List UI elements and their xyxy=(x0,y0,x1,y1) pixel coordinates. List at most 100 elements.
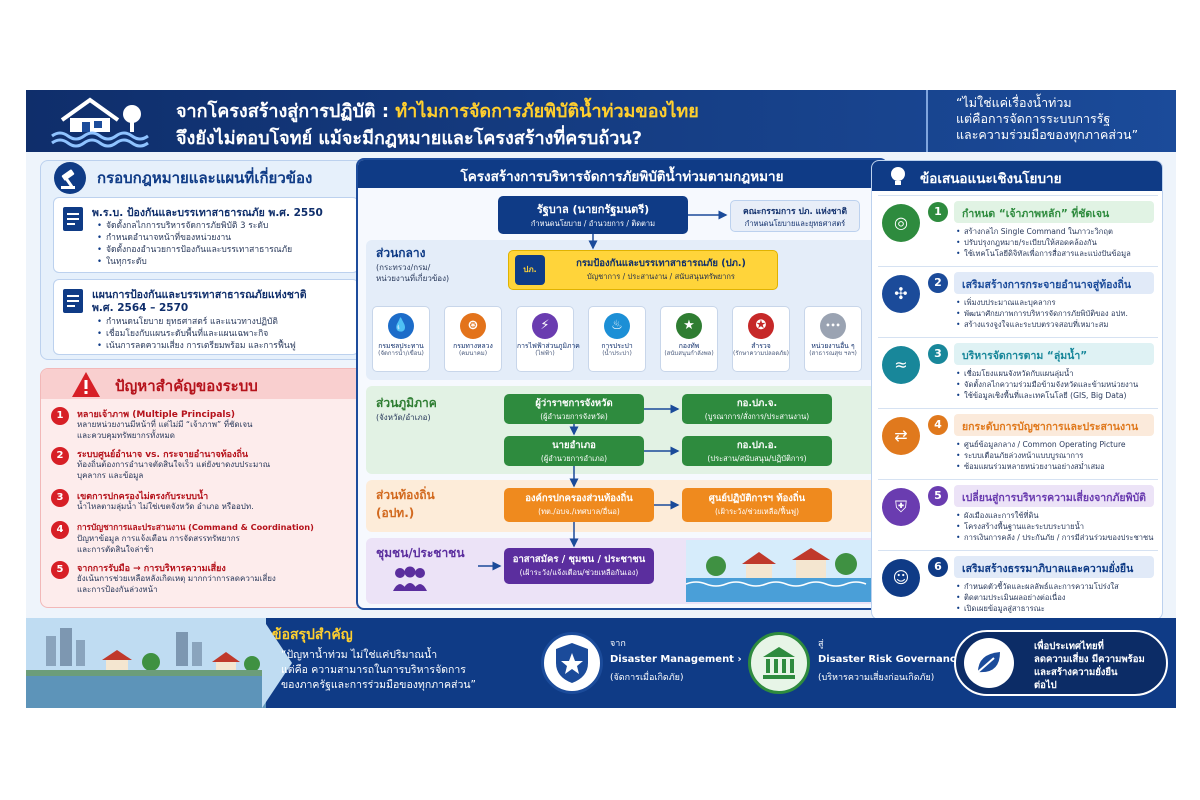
problem-number: 1 xyxy=(51,407,69,425)
governor-box: ผู้ว่าราชการจังหวัด(ผู้อำนวยการจังหวัด) xyxy=(504,394,644,424)
agency-role: (คมนาคม) xyxy=(458,350,488,357)
recommendation-point: เชื่อมโยงแผนจังหวัดกับแผนลุ่มน้ำ xyxy=(956,368,1138,379)
agency-name: กรมทางหลวง xyxy=(453,342,493,350)
recommendation-points: สร้างกลไก Single Command ในภาวะวิกฤตปรับ… xyxy=(956,226,1131,259)
recommendation-point: สร้างกลไก Single Command ในภาวะวิกฤต xyxy=(956,226,1131,237)
agency-name: กองทัพ xyxy=(678,342,700,350)
recommendation-points: ศูนย์ข้อมูลกลาง / Common Operating Pictu… xyxy=(956,439,1126,472)
recommendation-point: เปิดเผยข้อมูลสู่สาธารณะ xyxy=(956,603,1119,614)
agency-name: สำรวจ xyxy=(751,342,771,350)
recommendation-heading: เสริมสร้างการกระจายอำนาจสู่ท้องถิ่น xyxy=(954,272,1154,294)
recommendation-number: 5 xyxy=(928,486,948,506)
volunteer-community-box: อาสาสมัคร / ชุมชน / ประชาชน(เฝ้าระวัง/แจ… xyxy=(504,548,654,584)
recommendation-points: กำหนดตัวชี้วัดและผลลัพธ์และการความโปร่งใ… xyxy=(956,581,1119,614)
national-plan-point: กำหนดนโยบาย ยุทธศาสตร์ และแนวทางปฏิบัติ xyxy=(97,316,296,328)
national-plan-title: แผนการป้องกันและบรรเทาสาธารณภัยแห่งชาติ xyxy=(92,289,307,301)
problem-heading: เขตการปกครองไม่ตรงกับระบบน้ำ xyxy=(77,492,209,502)
national-plan-years: พ.ศ. 2564 – 2570 xyxy=(92,302,189,314)
agency-card: ★กองทัพ(สนับสนุนกำลังพล) xyxy=(660,306,718,372)
key-problems-title: ปัญหาสำคัญของระบบ xyxy=(41,369,369,399)
recommendation-heading: เปลี่ยนสู่การบริหารความเสี่ยงจากภัยพิบัต… xyxy=(954,485,1154,507)
leaf-icon xyxy=(977,652,1000,673)
target-icon: ◎ xyxy=(882,204,920,242)
problem-number: 3 xyxy=(51,489,69,507)
from-concept-sub: (จัดการเมื่อเกิดภัย) xyxy=(610,673,684,683)
law-act-point: จัดตั้งกองอำนวยการป้องกันและบรรเทาสาธารณ… xyxy=(97,244,292,256)
problem-heading: จากการรับมือ → การบริหารความเสี่ยง xyxy=(77,564,226,574)
main-title-line2: จึงยังไม่ตอบโจทย์ แม้จะมีกฎหมายและโครงสร… xyxy=(176,128,643,149)
disaster-management-badge xyxy=(541,632,603,694)
recommendation-item: ◎1กำหนด “เจ้าภาพหลัก” ที่ชัดเจนสร้างกลไก… xyxy=(878,195,1158,265)
district-chief-box: นายอำเภอ(ผู้อำนวยการอำเภอ) xyxy=(504,436,644,466)
recommendation-heading: เสริมสร้างธรรมาภิบาลและความยั่งยืน xyxy=(954,556,1154,578)
header-quote: “ไม่ใช่แค่เรื่องน้ำท่วม แต่คือการจัดการร… xyxy=(926,90,1176,152)
policy-recommendations-title: ข้อเสนอแนะเชิงนโยบาย xyxy=(872,161,1162,191)
shield-icon: ⛨ xyxy=(882,488,920,526)
recommendation-point: โครงสร้างพื้นฐานและระบบระบายน้ำ xyxy=(956,521,1153,532)
agency-role: (น้ำประปา) xyxy=(602,350,632,357)
regional-level-sub: (จังหวัด/อำเภอ) xyxy=(376,413,431,422)
org-structure-title: โครงสร้างการบริหารจัดการภัยพิบัติน้ำท่วม… xyxy=(358,160,886,188)
risk-governance-badge xyxy=(748,632,810,694)
coordination-icon: ⇄ xyxy=(882,417,920,455)
agency-name: การไฟฟ้าส่วนภูมิภาค xyxy=(517,342,580,350)
from-concept: Disaster Management › xyxy=(610,654,742,665)
recommendation-number: 2 xyxy=(928,273,948,293)
problem-description: ปัญหาข้อมูล การแจ้งเตือน การจัดสรรทรัพยา… xyxy=(77,534,240,554)
agency-name: การประปา xyxy=(601,342,633,350)
recommendation-points: เชื่อมโยงแผนจังหวัดกับแผนลุ่มน้ำจัดตั้งก… xyxy=(956,368,1138,401)
central-level-sub: (กระทรวง/กรม/หน่วยงานที่เกี่ยวข้อง) xyxy=(376,263,450,283)
institution-icon xyxy=(763,647,795,679)
to-concept: Disaster Risk Governance › xyxy=(818,654,970,665)
key-problems-panel: ปัญหาสำคัญของระบบ 1 หลายเจ้าภาพ (Multipl… xyxy=(40,368,370,608)
problem-description: หลายหน่วยงานมีหน้าที่ แต่ไม่มี “เจ้าภาพ”… xyxy=(77,420,253,440)
recommendation-point: ศูนย์ข้อมูลกลาง / Common Operating Pictu… xyxy=(956,439,1126,450)
recommendation-heading: บริหารจัดการตาม “ลุ่มน้ำ” xyxy=(954,343,1154,365)
agency-card: ✪สำรวจ(รักษาความปลอดภัย) xyxy=(732,306,790,372)
recommendation-point: ติดตามประเมินผลอย่างต่อเนื่อง xyxy=(956,592,1119,603)
law-act-point: ในทุกระดับ xyxy=(97,256,292,268)
goal-statement-pill: เพื่อประเทศไทยที่ลดความเสี่ยง มีความพร้อ… xyxy=(954,630,1168,696)
local-operation-center-box: ศูนย์ปฏิบัติการฯ ท้องถิ่น(เฝ้าระวัง/ช่วย… xyxy=(682,488,832,522)
legal-framework-panel: กรอบกฎหมายและแผนที่เกี่ยวข้อง พ.ร.บ. ป้อ… xyxy=(40,160,370,360)
district-ddpm-center-box: กอ.ปภ.อ.(ประสาน/สนับสนุน/ปฏิบัติการ) xyxy=(682,436,832,466)
recommendation-point: ปรับปรุงกฎหมาย/ระเบียบให้สอดคล้องกัน xyxy=(956,237,1131,248)
recommendation-number: 3 xyxy=(928,344,948,364)
infographic-poster: จากโครงสร้างสู่การปฏิบัติ : ทำไมการจัดกา… xyxy=(26,90,1176,708)
national-plan-point: เน้นการลดความเสี่ยง การเตรียมพร้อม และกา… xyxy=(97,340,296,352)
main-title-highlight: ทำไมการจัดการภัยพิบัติน้ำท่วมของไทย xyxy=(395,101,699,122)
document-icon xyxy=(63,289,83,313)
recommendation-points: เพิ่มงบประมาณและบุคลากรพัฒนาศักยภาพการบร… xyxy=(956,297,1128,330)
agency-name: หน่วยงานอื่น ๆ xyxy=(811,342,855,350)
recommendation-heading: ยกระดับการบัญชาการและประสานงาน xyxy=(954,414,1154,436)
problem-description: น้ำไหลตามลุ่มน้ำ ไม่ใช่เขตจังหวัด อำเภอ … xyxy=(77,502,254,511)
river-icon: ≈ xyxy=(882,346,920,384)
local-level-sub: (อปท.) xyxy=(376,506,415,520)
agency-card: ⊛กรมทางหลวง(คมนาคม) xyxy=(444,306,502,372)
law-act-2550-card: พ.ร.บ. ป้องกันและบรรเทาสาธารณภัย พ.ศ. 25… xyxy=(53,197,359,273)
law-act-point: กำหนดอำนาจหน้าที่ของหน่วยงาน xyxy=(97,232,292,244)
flooded-house-icon xyxy=(51,97,149,148)
recommendation-number: 6 xyxy=(928,557,948,577)
agency-role: (รักษาความปลอดภัย) xyxy=(733,350,790,357)
flooded-city-photo xyxy=(26,618,266,708)
recommendation-point: กำหนดตัวชี้วัดและผลลัพธ์และการความโปร่งใ… xyxy=(956,581,1119,592)
ddpm-box: ปภ. กรมป้องกันและบรรเทาสาธารณภัย (ปภ.) บ… xyxy=(508,250,778,290)
agency-card: ⚡การไฟฟ้าส่วนภูมิภาค(ไฟฟ้า) xyxy=(516,306,580,372)
local-government-box: องค์กรปกครองส่วนท้องถิ่น(ทต./อบจ./เทศบาล… xyxy=(504,488,654,522)
law-act-points: จัดตั้งกลไกการบริหารจัดการภัยพิบัติ 3 ระ… xyxy=(97,220,292,268)
footer-divider xyxy=(262,618,292,708)
agency-card: •••หน่วยงานอื่น ๆ(สาธารณสุข ฯลฯ) xyxy=(804,306,862,372)
people-icon: ☺ xyxy=(882,559,920,597)
recommendation-point: ซ้อมแผนร่วมหลายหน่วยงานอย่างสม่ำเสมอ xyxy=(956,461,1126,472)
recommendation-item: ✣2เสริมสร้างการกระจายอำนาจสู่ท้องถิ่นเพิ… xyxy=(878,266,1158,336)
recommendation-item: ≈3 บริหารจัดการตาม “ลุ่มน้ำ” เชื่อมโยงแผนจ… xyxy=(878,337,1158,407)
conclusion-quote: “ปัญหาน้ำท่วม ไม่ใช่แค่ปริมาณน้ำแต่คือ ค… xyxy=(281,649,476,691)
provincial-ddpm-center-box: กอ.ปภ.จ.(บูรณาการ/สั่งการ/ประสานงาน) xyxy=(682,394,832,424)
agency-role: (สาธารณสุข ฯลฯ) xyxy=(809,350,857,357)
recommendation-item: ⇄4ยกระดับการบัญชาการและประสานงานศูนย์ข้อ… xyxy=(878,408,1158,478)
recommendation-point: ใช้ข้อมูลเชิงพื้นที่และเทคโนโลยี (GIS, B… xyxy=(956,390,1138,401)
droplet-icon: 💧 xyxy=(388,313,414,339)
regional-level-label: ส่วนภูมิภาค xyxy=(376,396,437,410)
